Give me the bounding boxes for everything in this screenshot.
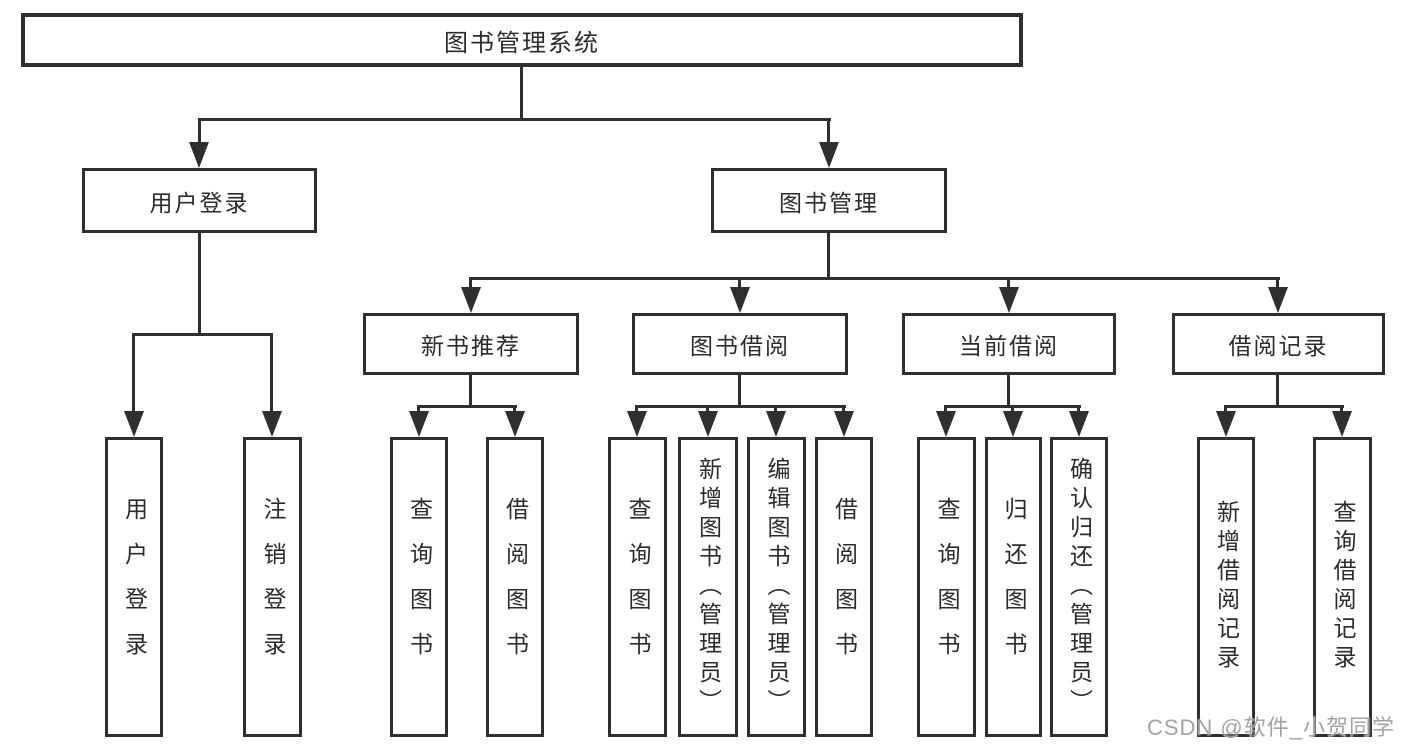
- connector-arrow-shaft: [132, 333, 135, 413]
- arrow-down-icon: [1069, 411, 1089, 437]
- node-leaf-query-borrow-record: 查询借阅记录: [1313, 437, 1372, 737]
- arrow-down-icon: [834, 411, 854, 437]
- connector-stem: [1007, 375, 1010, 405]
- node-leaf-add-borrow-record: 新增借阅记录: [1197, 437, 1255, 737]
- arrow-down-icon: [505, 411, 525, 437]
- node-book-borrowing: 图书借阅: [632, 313, 848, 375]
- node-leaf-query-books: 查询图书: [608, 437, 667, 737]
- arrow-down-icon: [766, 411, 786, 437]
- node-leaf-borrow-books: 借阅图书: [486, 437, 544, 737]
- node-label: 查询图书: [934, 497, 960, 677]
- arrow-down-icon: [1268, 287, 1288, 313]
- connector-book-mgmt-stem: [827, 233, 830, 277]
- connector-arrow-shaft: [706, 405, 709, 413]
- connector-arrow-shaft: [513, 405, 516, 413]
- arrow-down-icon: [189, 142, 209, 168]
- connector-arrow-shaft: [827, 118, 830, 144]
- node-label: 新增图书（管理员）: [695, 456, 722, 718]
- connector-branch: [1224, 405, 1344, 408]
- connector-arrow-shaft: [1276, 277, 1279, 289]
- node-label: 新书推荐: [421, 333, 521, 359]
- node-leaf-query-books: 查询图书: [390, 437, 448, 737]
- node-new-book-recommend: 新书推荐: [363, 313, 579, 375]
- node-leaf-logout: 注销登录: [243, 437, 302, 737]
- connector-arrow-shaft: [417, 405, 420, 413]
- connector-arrow-shaft: [469, 277, 472, 289]
- node-label: 确认归还（管理员）: [1066, 456, 1093, 718]
- node-label: 查询图书: [406, 497, 433, 677]
- arrow-down-icon: [936, 411, 956, 437]
- node-label: 图书管理系统: [444, 29, 600, 57]
- node-label: 图书管理: [779, 189, 879, 216]
- arrow-down-icon: [1003, 411, 1023, 437]
- connector-arrow-shaft: [270, 333, 273, 413]
- arrow-down-icon: [698, 411, 718, 437]
- connector-stem: [738, 375, 741, 405]
- node-label: 用户登录: [121, 497, 148, 677]
- node-leaf-confirm-return-admin: 确认归还（管理员）: [1050, 437, 1108, 737]
- arrow-down-icon: [409, 411, 429, 437]
- node-borrow-records: 借阅记录: [1172, 313, 1385, 375]
- node-user-login: 用户登录: [82, 168, 317, 233]
- node-label: 注销登录: [260, 497, 286, 677]
- node-label: 查询图书: [625, 497, 651, 677]
- node-label: 当前借阅: [959, 333, 1059, 359]
- connector-arrow-shaft: [635, 405, 638, 413]
- connector-arrow-shaft: [774, 405, 777, 413]
- csdn-watermark: CSDN @软件_小贺同学: [1146, 715, 1395, 740]
- connector-root-branch: [198, 118, 831, 121]
- connector-user-login-stem: [198, 233, 201, 333]
- connector-arrow-shaft: [1224, 405, 1227, 413]
- node-leaf-return-books: 归还图书: [985, 437, 1042, 737]
- node-leaf-user-login: 用户登录: [105, 437, 163, 737]
- arrow-down-icon: [730, 287, 750, 313]
- arrow-down-icon: [1332, 411, 1352, 437]
- node-label: 借阅图书: [502, 497, 529, 677]
- connector-arrow-shaft: [738, 277, 741, 289]
- connector-stem: [1276, 375, 1279, 405]
- connector-arrow-shaft: [1077, 405, 1080, 413]
- node-book-management: 图书管理: [711, 168, 947, 233]
- node-leaf-edit-books-admin: 编辑图书（管理员）: [747, 437, 806, 737]
- connector-arrow-shaft: [1340, 405, 1343, 413]
- arrow-down-icon: [999, 287, 1019, 313]
- node-leaf-query-books: 查询图书: [917, 437, 976, 737]
- node-label: 图书借阅: [690, 333, 790, 359]
- arrow-down-icon: [627, 411, 647, 437]
- node-current-borrowing: 当前借阅: [902, 313, 1116, 375]
- node-label: 用户登录: [149, 189, 250, 216]
- node-leaf-add-books-admin: 新增图书（管理员）: [678, 437, 738, 737]
- connector-arrow-shaft: [1007, 277, 1010, 289]
- connector-book-mgmt-branch: [469, 277, 1280, 280]
- node-label: 借阅记录: [1228, 333, 1329, 359]
- connector-arrow-shaft: [944, 405, 947, 413]
- node-label: 新增借阅记录: [1213, 500, 1240, 674]
- node-leaf-borrow-books: 借阅图书: [815, 437, 873, 737]
- connector-branch: [417, 405, 517, 408]
- node-label: 编辑图书（管理员）: [764, 456, 790, 718]
- connector-branch: [635, 405, 846, 408]
- node-label: 借阅图书: [831, 497, 858, 677]
- node-label: 查询借阅记录: [1330, 500, 1356, 674]
- connector-user-login-branch: [132, 333, 273, 336]
- node-library-management-system: 图书管理系统: [21, 13, 1023, 67]
- arrow-down-icon: [262, 411, 282, 437]
- arrow-down-icon: [124, 411, 144, 437]
- connector-arrow-shaft: [1011, 405, 1014, 413]
- connector-stem: [469, 375, 472, 405]
- arrow-down-icon: [1216, 411, 1236, 437]
- arrow-down-icon: [461, 287, 481, 313]
- connector-root-stem: [520, 67, 523, 118]
- connector-arrow-shaft: [198, 118, 201, 144]
- arrow-down-icon: [819, 142, 839, 168]
- node-label: 归还图书: [1001, 497, 1027, 677]
- connector-arrow-shaft: [842, 405, 845, 413]
